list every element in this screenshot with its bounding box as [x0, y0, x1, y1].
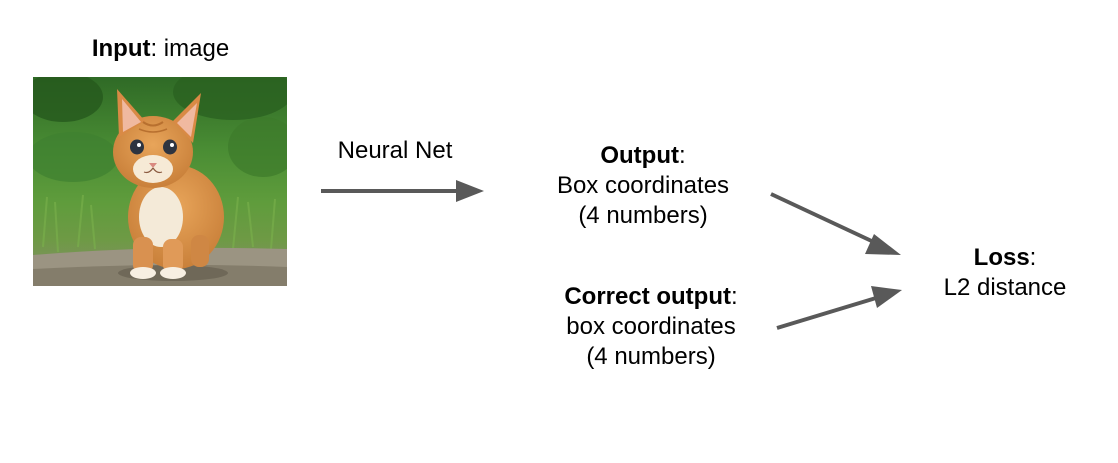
neural-net-label: Neural Net	[337, 137, 453, 164]
correct-output-title: Correct output:	[526, 282, 776, 312]
loss-line-1: L2 distance	[943, 274, 1067, 301]
loss-title: Loss:	[905, 243, 1105, 273]
neural-net-arrow	[321, 180, 484, 202]
correct-output-line-1: box coordinates	[566, 313, 736, 340]
loss-title-rest: :	[1029, 244, 1037, 271]
correct-output-to-loss-arrow	[776, 286, 902, 330]
input-title-bold: Input	[91, 35, 151, 62]
output-block: Output: Box coordinates (4 numbers)	[518, 141, 768, 231]
output-title-rest: :	[678, 142, 686, 169]
input-image	[33, 77, 287, 286]
output-title: Output:	[518, 141, 768, 171]
correct-output-block: Correct output: box coordinates (4 numbe…	[526, 282, 776, 372]
correct-output-title-rest: :	[730, 283, 738, 310]
output-to-loss-arrow	[770, 192, 901, 255]
input-title: Input: image	[58, 34, 263, 64]
output-line-1: Box coordinates	[556, 172, 730, 199]
correct-output-line-2: (4 numbers)	[586, 343, 716, 370]
output-line-2: (4 numbers)	[578, 202, 708, 229]
correct-output-title-bold: Correct output	[564, 283, 731, 310]
input-title-rest: : image	[150, 35, 230, 62]
kitten-photo	[33, 77, 287, 286]
loss-block: Loss: L2 distance	[905, 243, 1105, 303]
output-title-bold: Output	[600, 142, 679, 169]
loss-title-bold: Loss	[973, 244, 1030, 271]
